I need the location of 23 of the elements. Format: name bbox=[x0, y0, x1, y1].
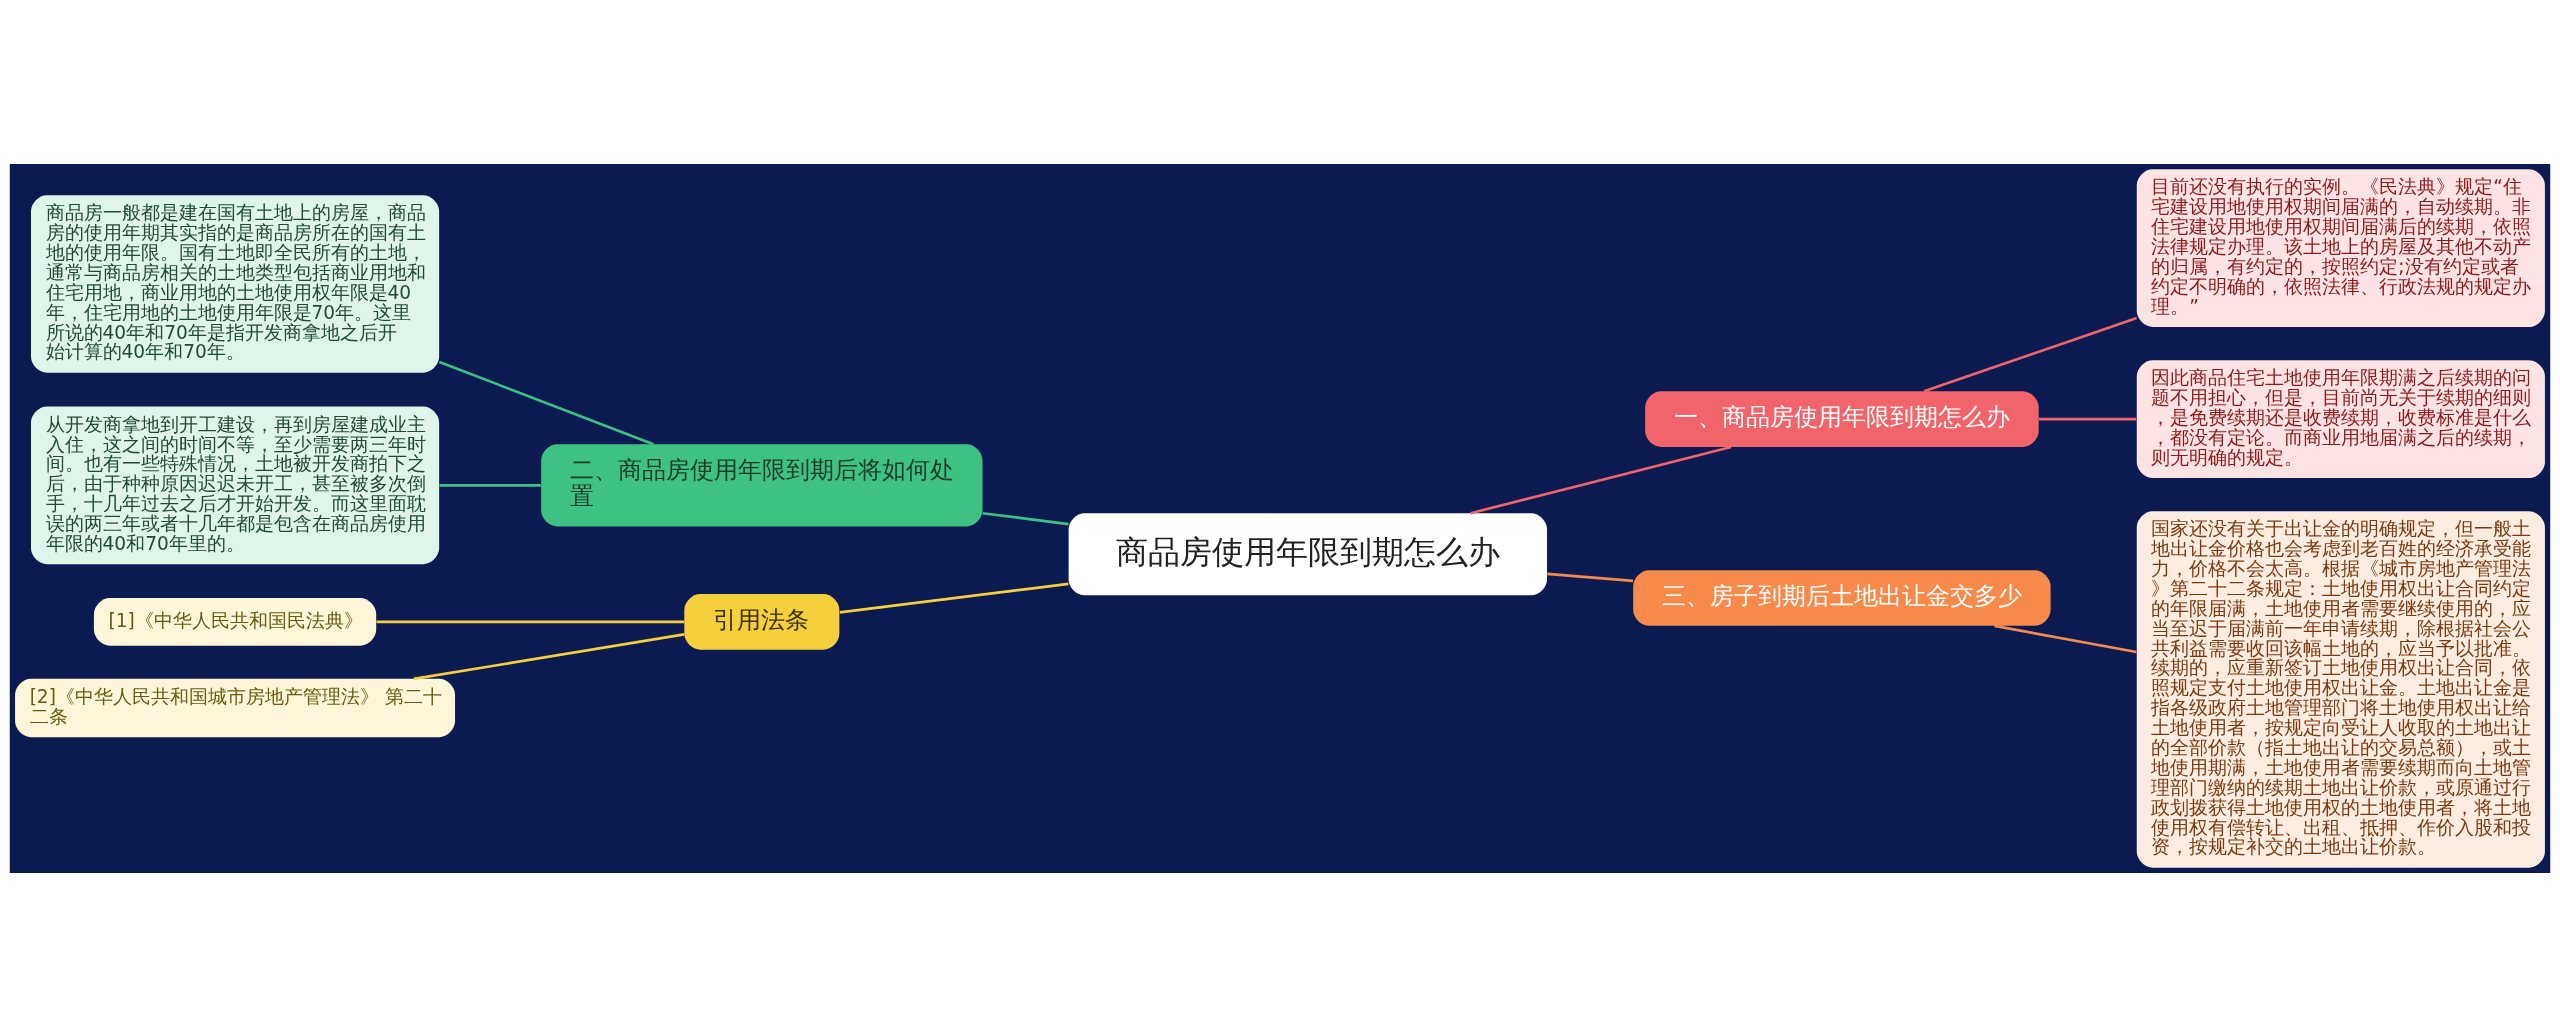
connector bbox=[839, 582, 1069, 614]
connector bbox=[1470, 445, 1732, 514]
node-box: 从开发商拿地到开工建设，再到房屋建成业主入住，这之间的时间不等，至少需要两三年时间。也有一些特殊情况，土地被开发商拍下之后，由于种种原因迟迟未开工，甚至被多次倒手，十几年过去之后才开始开发。而这里面耽误的两三年或者十几年都是包含在商品房使用年限的40和70年里的。 bbox=[30, 406, 440, 564]
node-box: 一、商品房使用年限到期怎么办 bbox=[1645, 390, 2039, 447]
node-box: 商品房一般都是建在国有土地上的房屋，商品房的使用年期其实指的是商品房所在的国有土地的使用年限。国有土地即全民所有的土地，通常与商品房相关的土地类型包括商业用地和住宅用地，商业用地的土地使用权年限是40年，住宅用地的土地使用年限是70年。这里所说的40年和70年是指开发商拿地之后开始计算的40年和70年。 bbox=[30, 194, 440, 373]
connector bbox=[1923, 316, 2138, 392]
connector bbox=[1547, 572, 1634, 582]
connector bbox=[438, 360, 654, 445]
node-box: 因此商品住宅土地使用年限期满之后续期的问题不用担心，但是，目前尚无关于续期的细则，是免费续期还是收费续期，收费标准是什么，都没有定论。而商业用地届满之后的续期，则无明确的规定。 bbox=[2136, 359, 2545, 478]
node-box: 引用法条 bbox=[684, 593, 840, 650]
node-box: 国家还没有关于出让金的明确规定，但一般土地出让金价格也会考虑到老百姓的经济承受能力，价格不会太高。根据《城市房地产管理法》第二十二条规定：土地使用权出让合同约定的年限届满，土地使用者需要继续使用的，应当至迟于届满前一年申请续期，除根据社会公共利益需要收回该幅土地的，应当予以批准。续期的，应重新签订土地使用权出让合同，依照规定支付土地使用权出让金。土地出让金是指各级政府土地管理部门将土地使用权出让给土地使用者，按规定向受让人收取的土地出让的全部价款（指土地出让的交易总额），或土地使用期满，土地使用者需要续期而向土地管理部门缴纳的续期土地出让价款，或原通过行政划拨获得土地使用权的土地使用者，将土地使用权有偿转让、出租、抵押、作价入股和投资，按规定补交的土地出让价款。 bbox=[2136, 510, 2545, 868]
connector bbox=[982, 511, 1069, 525]
connector bbox=[376, 620, 685, 623]
connector bbox=[413, 632, 685, 680]
node-box: 商品房使用年限到期怎么办 bbox=[1068, 512, 1548, 595]
node-box: [2]《中华人民共和国城市房地产管理法》 第二十二条 bbox=[15, 678, 456, 737]
connector bbox=[439, 483, 541, 487]
connector bbox=[2039, 417, 2137, 420]
node-box: 三、房子到期后土地出让金交多少 bbox=[1633, 569, 2051, 626]
node-box: [1]《中华人民共和国民法典》 bbox=[93, 597, 377, 646]
node-box: 目前还没有执行的实例。《民法典》规定“住宅建设用地使用权期间届满的，自动续期。非住宅建设用地使用权期间届满后的续期，依照法律规定办理。该土地上的房屋及其他不动产的归属，有约定的，按照约定;没有约定或者约定不明确的，依照法律、行政法规的规定办理。” bbox=[2136, 168, 2545, 327]
node-box: 二、商品房使用年限到期后将如何处置 bbox=[541, 443, 983, 526]
connector bbox=[1994, 624, 2137, 653]
